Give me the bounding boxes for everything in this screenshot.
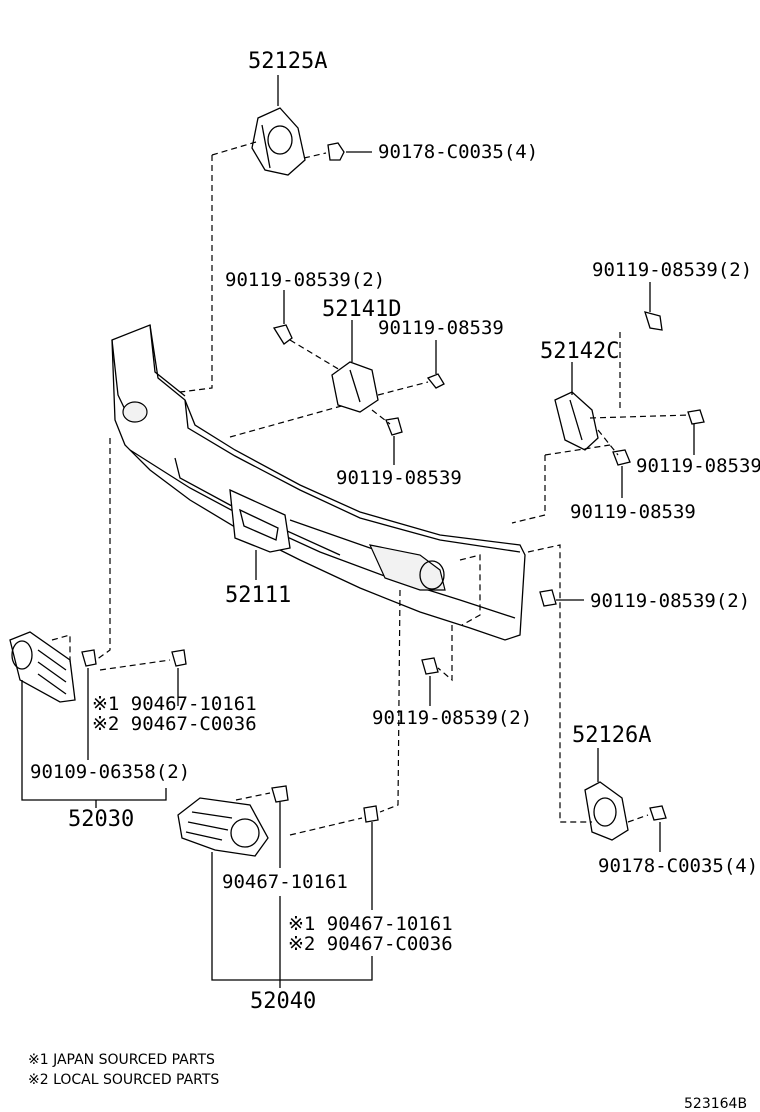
grille-52030[interactable]	[9, 631, 76, 703]
clip-left-a[interactable]	[81, 649, 97, 667]
label-90119-d: 90119-08539(2)	[592, 259, 752, 281]
bolt-center-a[interactable]	[272, 324, 293, 345]
clip-left-b[interactable]	[171, 649, 187, 667]
label-90467-plain: 90467-10161	[222, 871, 348, 893]
nut-90178-bottom[interactable]	[649, 805, 667, 821]
label-90119-e: 90119-08539	[636, 455, 760, 477]
label-90467-1a: ※1 90467-10161	[92, 693, 257, 715]
bracket-52125A[interactable]	[251, 107, 306, 176]
label-90109: 90109-06358(2)	[30, 761, 190, 783]
label-52125A: 52125A	[248, 49, 327, 74]
bracket-52141D[interactable]	[331, 361, 379, 413]
label-90119-a: 90119-08539(2)	[225, 269, 385, 291]
label-90119-g: 90119-08539(2)	[590, 590, 750, 612]
label-90467-2b: ※2 90467-C0036	[288, 933, 453, 955]
bolt-center-c[interactable]	[385, 417, 403, 436]
label-90178-top: 90178-C0035(4)	[378, 141, 538, 163]
diagram-code: 523164B	[684, 1096, 747, 1112]
bolt-right-c[interactable]	[612, 449, 631, 466]
bolt-right-d[interactable]	[539, 589, 557, 607]
label-52141D: 52141D	[322, 297, 401, 322]
label-52126A: 52126A	[572, 723, 651, 748]
bracket-52142C[interactable]	[554, 391, 599, 451]
label-52030: 52030	[68, 807, 134, 832]
front-bumper-52111[interactable]	[111, 324, 526, 641]
bolt-right-b[interactable]	[687, 409, 705, 425]
grille-52040[interactable]	[177, 797, 269, 857]
label-90119-c: 90119-08539	[336, 467, 462, 489]
label-90178-bottom: 90178-C0035(4)	[598, 855, 758, 877]
clip-lower-b[interactable]	[363, 805, 379, 823]
footnotes: ※1 JAPAN SOURCED PARTS ※2 LOCAL SOURCED …	[28, 1052, 747, 1112]
note-japan-sourced: ※1 JAPAN SOURCED PARTS	[28, 1052, 215, 1068]
part-labels: 52125A 90178-C0035(4) 90119-08539(2) 521…	[30, 49, 760, 1014]
label-90467-1b: ※1 90467-10161	[288, 913, 453, 935]
label-90119-b: 90119-08539	[378, 317, 504, 339]
bracket-52126A[interactable]	[584, 781, 629, 841]
note-local-sourced: ※2 LOCAL SOURCED PARTS	[28, 1072, 219, 1088]
nut-90178-top[interactable]	[327, 142, 345, 161]
label-52111: 52111	[225, 583, 291, 608]
bolt-lower-center[interactable]	[421, 657, 439, 675]
bolt-right-a[interactable]	[644, 311, 663, 331]
label-52142C: 52142C	[540, 339, 619, 364]
label-90119-h: 90119-08539(2)	[372, 707, 532, 729]
connector-lines	[21, 75, 695, 988]
label-52040: 52040	[250, 989, 316, 1014]
bolt-center-b[interactable]	[426, 373, 445, 389]
clip-lower-a[interactable]	[271, 785, 289, 803]
label-90467-2a: ※2 90467-C0036	[92, 713, 257, 735]
label-90119-f: 90119-08539	[570, 501, 696, 523]
